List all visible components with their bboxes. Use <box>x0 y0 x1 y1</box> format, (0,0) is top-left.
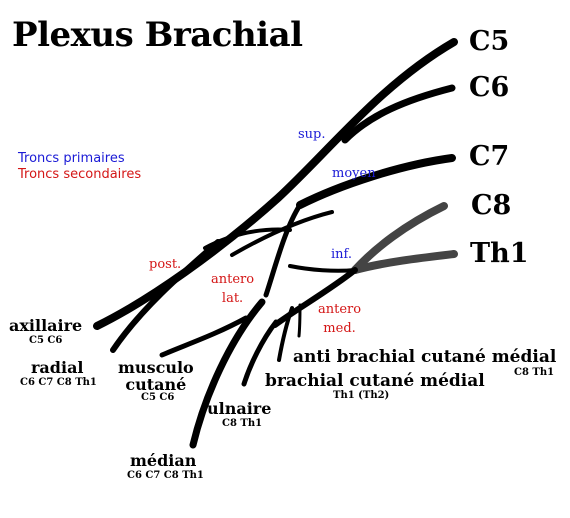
nerve-label-musculo-cutane: musculo cutané <box>118 358 194 394</box>
cord-label-antero-med-line2: med. <box>323 320 356 336</box>
cord-label-antero-lat: antero lat. <box>211 271 254 309</box>
root-label-c5: C5 <box>469 26 510 57</box>
nerve-label-ulnaire: ulnaire <box>207 399 272 418</box>
nerve-label-median: médian <box>130 451 197 470</box>
root-label-c6: C6 <box>469 72 510 103</box>
nerve-label-anti-brachial-cutane-medial: anti brachial cutané médial <box>293 347 557 367</box>
root-label-c8: C8 <box>471 190 512 221</box>
anti-brachial-cutane-medial-branch <box>297 303 302 338</box>
c5-superior-trunk <box>93 38 458 330</box>
nerve-roots-anti-brachial-cutane-medial: C8 Th1 <box>514 367 555 378</box>
th1-root <box>351 250 458 274</box>
nerve-roots-median: C6 C7 C8 Th1 <box>127 470 204 481</box>
nerve-roots-brachial-cutane-medial: Th1 (Th2) <box>333 390 390 401</box>
legend-primary-trunks: Troncs primaires <box>18 151 125 166</box>
medial-cord <box>272 267 358 328</box>
c7-middle-trunk <box>296 154 456 209</box>
root-label-c7: C7 <box>469 141 510 172</box>
cord-label-antero-med-line1: antero <box>318 302 362 317</box>
nerve-label-musculo-cutane-line2: cutané <box>125 374 187 394</box>
radial-branch <box>110 239 221 353</box>
trunk-label-moyen: moyen <box>332 166 376 181</box>
nerve-roots-musculo-cutane: C5 C6 <box>141 392 175 403</box>
nerve-roots-axillaire: C5 C6 <box>29 335 63 346</box>
trunk-label-sup: sup. <box>298 127 326 142</box>
cord-label-antero-lat-line1: antero <box>211 272 255 287</box>
antero-lateral-bridge <box>230 210 334 257</box>
musculo-cutane-branch <box>159 315 249 358</box>
nerve-roots-radial: C6 C7 C8 Th1 <box>20 377 97 388</box>
nerve-label-musculo-cutane-line1: musculo <box>118 358 194 377</box>
cord-label-post: post. <box>149 257 182 272</box>
middle-trunk-lower <box>263 202 303 298</box>
nerve-roots-ulnaire: C8 Th1 <box>222 418 263 429</box>
ulnaire-branch <box>241 319 279 387</box>
c6-root <box>341 84 456 144</box>
page-title: Plexus Brachial <box>12 15 303 55</box>
nerve-label-radial: radial <box>31 358 84 377</box>
cord-label-antero-lat-line2: lat. <box>221 290 244 306</box>
median-branch <box>189 298 266 449</box>
nerve-label-axillaire: axillaire <box>9 316 83 335</box>
nerve-label-brachial-cutane-medial: brachial cutané médial <box>265 371 485 391</box>
trunk-label-inf: inf. <box>331 247 353 262</box>
brachial-cutane-medial-branch <box>277 306 294 362</box>
c8-root <box>351 202 448 274</box>
cord-label-antero-med: antero med. <box>318 301 361 339</box>
root-label-th1: Th1 <box>470 238 529 269</box>
inferior-trunk-crossing <box>288 264 357 273</box>
legend-secondary-trunks: Troncs secondaires <box>18 167 142 182</box>
